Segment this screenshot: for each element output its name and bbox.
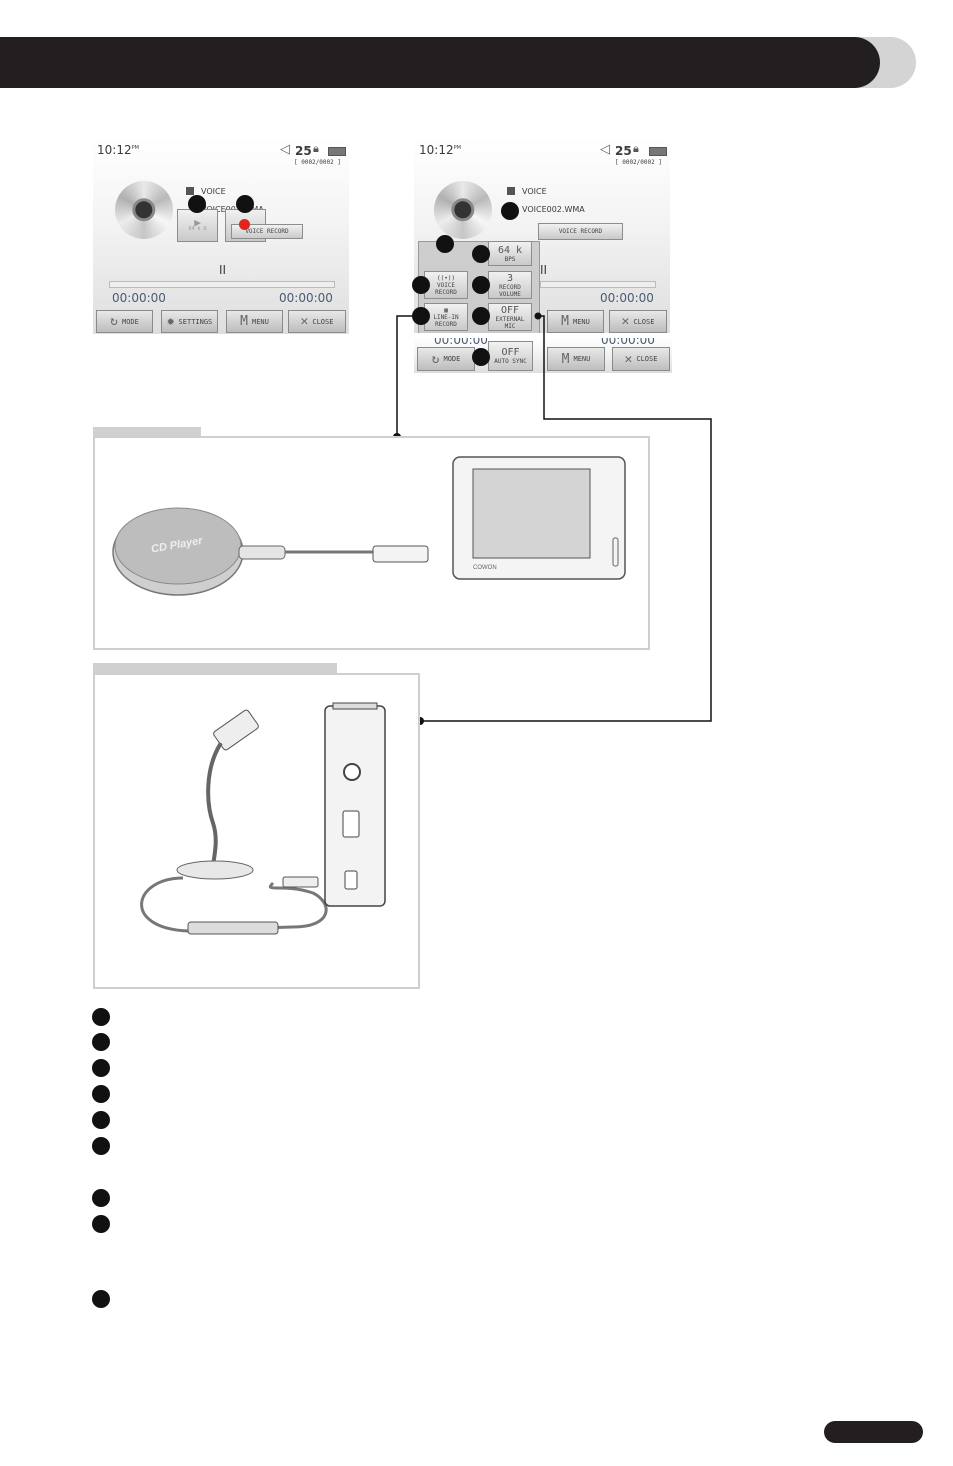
cd-icon — [115, 181, 173, 239]
battery-icon — [328, 147, 346, 156]
mode-icon: ↻ — [110, 314, 118, 329]
file-name: VOICE002.WMA — [522, 205, 585, 214]
list-bullet — [92, 1189, 110, 1207]
record-button-label: VOICE RECORD — [231, 224, 303, 239]
folder-name: VOICE — [201, 187, 226, 196]
volume-level: 25 — [615, 144, 632, 158]
pause-indicator: II — [540, 263, 548, 277]
folder-icon — [186, 187, 194, 195]
page-header-bar — [0, 37, 880, 88]
speaker-icon: ◁ — [280, 142, 290, 157]
list-bullet — [92, 1059, 110, 1077]
cd-icon — [434, 181, 492, 239]
record-button[interactable]: VOICE RECORD — [538, 223, 623, 240]
file-counter: [ 0002/0002 ] — [615, 159, 662, 166]
pause-indicator: II — [219, 263, 227, 277]
time-total: 00:00:00 — [600, 291, 654, 305]
close-icon: ✕ — [621, 314, 630, 329]
close-icon: ✕ — [300, 314, 309, 329]
volume-level: 25 — [295, 144, 312, 158]
time-partial-right: 00:00:00 — [601, 338, 655, 347]
menu-icon: M — [561, 314, 569, 329]
callout-marker — [188, 195, 206, 213]
mode-button[interactable]: ↻MODE — [96, 310, 153, 333]
clock: 10:12PM — [419, 143, 461, 157]
mode-button[interactable]: ↻MODE — [417, 347, 475, 371]
callout-marker — [472, 348, 490, 366]
list-bullet — [92, 1111, 110, 1129]
callout-marker — [472, 307, 490, 325]
callout-marker — [236, 195, 254, 213]
settings-icon: ✹ — [166, 314, 175, 329]
record-dot-icon — [239, 219, 250, 230]
callout-marker — [472, 245, 490, 263]
menu-icon: M — [561, 351, 570, 367]
callout-marker — [412, 307, 430, 325]
lock-icon: 🔒︎ — [313, 142, 319, 155]
headphone-icon — [343, 763, 361, 781]
folder-icon — [507, 187, 515, 195]
device-brand: COWON — [473, 565, 497, 571]
time-partial: 00:00:00 — [434, 338, 488, 347]
close-button[interactable]: ✕CLOSE — [612, 347, 670, 371]
microphone-illustration — [140, 702, 386, 935]
play-button[interactable]: ▶64 k D — [177, 209, 218, 242]
cd-player-illustration: CD Player COWON — [112, 456, 626, 596]
callout-marker — [436, 235, 454, 253]
battery-icon — [649, 147, 667, 156]
callout-marker — [501, 202, 519, 220]
list-bullet — [92, 1215, 110, 1233]
callout-marker — [472, 276, 490, 294]
clock: 10:12PM — [97, 143, 139, 157]
list-bullet — [92, 1085, 110, 1103]
file-counter: [ 0002/0002 ] — [294, 159, 341, 166]
close-button[interactable]: ✕CLOSE — [609, 310, 667, 333]
progress-bar[interactable] — [540, 281, 656, 288]
list-bullet — [92, 1290, 110, 1308]
list-bullet — [92, 1137, 110, 1155]
close-button[interactable]: ✕CLOSE — [288, 310, 346, 333]
settings-button[interactable]: ✹SETTINGS — [161, 310, 218, 333]
player-screen-left: 10:12PM ◁ 25 🔒︎ [ 0002/0002 ] VOICE VOIC… — [93, 137, 349, 334]
page-number-pill — [824, 1421, 923, 1443]
lock-icon: 🔒︎ — [633, 142, 639, 155]
line-in-record-option[interactable]: ▦LINE-IN RECORD — [424, 303, 468, 331]
player-screen-right: 10:12PM ◁ 25 🔒︎ [ 0002/0002 ] VOICE VOIC… — [414, 137, 670, 333]
folder-name: VOICE — [522, 187, 547, 196]
list-bullet — [92, 1008, 110, 1026]
speaker-icon: ◁ — [600, 142, 610, 157]
callout-marker — [412, 276, 430, 294]
time-elapsed: 00:00:00 — [112, 291, 166, 305]
progress-bar[interactable] — [109, 281, 335, 288]
mode-icon: ↻ — [431, 351, 440, 367]
time-total: 00:00:00 — [279, 291, 333, 305]
menu-icon: M — [240, 314, 248, 329]
voice-record-option[interactable]: ((•))VOICE RECORD — [424, 271, 468, 299]
list-bullet — [92, 1033, 110, 1051]
close-icon: ✕ — [624, 351, 633, 367]
